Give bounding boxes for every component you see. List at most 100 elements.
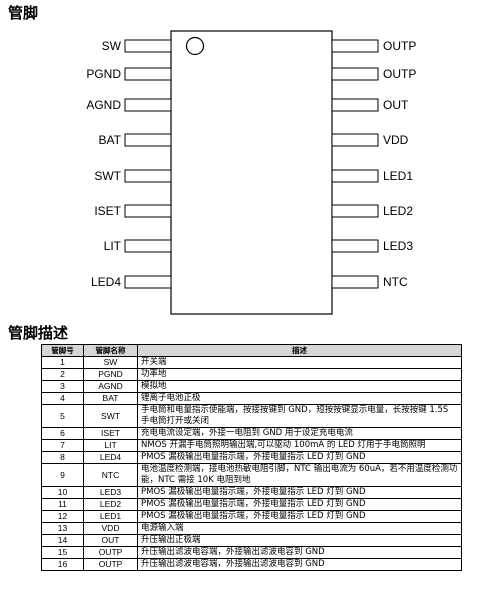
pin-lead-left — [124, 39, 172, 53]
chip-body — [170, 30, 333, 315]
pin-number-cell: 6 — [41, 427, 84, 440]
pin-description-cell: 升压输出滤波电容端，外接输出滤波电容到 GND — [137, 546, 462, 559]
pin-name-cell: ISET — [83, 427, 138, 440]
pin-name-cell: VDD — [83, 522, 138, 535]
pin-name-cell: NTC — [83, 463, 138, 487]
pin-description-cell: 模拟地 — [137, 380, 462, 393]
pin-description-cell: 升压输出正极端 — [137, 534, 462, 547]
pin-number-cell: 3 — [41, 380, 84, 393]
pin-description-cell: PMOS 漏极输出电量指示端，外接电量指示 LED 灯到 GND — [137, 510, 462, 523]
pin-description-cell: 充电电流设定端，外接一电阻到 GND 用于设定充电电流 — [137, 427, 462, 440]
pin-name-cell: LED3 — [83, 486, 138, 499]
pin-number-cell: 10 — [41, 486, 84, 499]
pin-description-cell: 手电筒和电量指示使能端，按接按键到 GND，短按按键显示电量，长按按键 1.5S… — [137, 404, 462, 428]
pin-label-right: LED1 — [383, 169, 413, 183]
pin-description-cell: 电池温度检测端，接电池热敏电阻引脚，NTC 输出电流为 60uA，若不用温度检测… — [137, 463, 462, 487]
header-pin-name: 管脚名称 — [83, 344, 138, 357]
pin-number-cell: 9 — [41, 463, 84, 487]
pin-name-cell: LED4 — [83, 451, 138, 464]
pin-name-cell: LED1 — [83, 510, 138, 523]
header-description: 描述 — [137, 344, 462, 357]
pin-name-cell: LED2 — [83, 498, 138, 511]
pin-description-cell: 开关端 — [137, 356, 462, 369]
pin-description-cell: PMOS 漏极输出电量指示端，外接电量指示 LED 灯到 GND — [137, 451, 462, 464]
pin-number-cell: 16 — [41, 558, 84, 571]
pin-lead-right — [331, 204, 379, 218]
pin-description-cell: 升压输出滤波电容端，外接输出滤波电容到 GND — [137, 558, 462, 571]
pin-name-cell: OUT — [83, 534, 138, 547]
pin-lead-right — [331, 98, 379, 112]
pin-lead-right — [331, 133, 379, 147]
pin-description-heading: 管脚描述 — [8, 324, 69, 342]
pin-label-right: OUTP — [383, 39, 416, 53]
pin-lead-right — [331, 239, 379, 253]
pin-label-left: LED4 — [91, 275, 121, 289]
pin-label-right: OUT — [383, 98, 409, 112]
pin1-marker — [185, 36, 205, 56]
pin-label-right: LED2 — [383, 204, 413, 218]
pin-number-cell: 14 — [41, 534, 84, 547]
pin-label-left: PGND — [86, 67, 121, 81]
pin-description-cell: 功率地 — [137, 368, 462, 381]
pin-lead-right — [331, 39, 379, 53]
header-pin-number: 管脚号 — [41, 344, 84, 357]
pin-number-cell: 11 — [41, 498, 84, 511]
pin-name-cell: AGND — [83, 380, 138, 393]
pin-label-left: SWT — [94, 169, 121, 183]
pin-number-cell: 7 — [41, 439, 84, 452]
pin-label-left: LIT — [104, 239, 122, 253]
pin-label-right: LED3 — [383, 239, 413, 253]
pin-number-cell: 4 — [41, 392, 84, 405]
pin-label-left: SW — [102, 39, 122, 53]
pin-number-cell: 1 — [41, 356, 84, 369]
pin-label-left: BAT — [99, 133, 122, 147]
pin-name-cell: SW — [83, 356, 138, 369]
pin-description-cell: 电源输入端 — [137, 522, 462, 535]
pin-lead-left — [124, 133, 172, 147]
pin-lead-left — [124, 98, 172, 112]
pin-number-cell: 5 — [41, 404, 84, 428]
pin-lead-left — [124, 204, 172, 218]
pin-label-right: OUTP — [383, 67, 416, 81]
pin-description-cell: NMOS 开漏手电筒照明输出端,可以驱动 100mA 的 LED 灯用于手电筒照… — [137, 439, 462, 452]
pin-number-cell: 12 — [41, 510, 84, 523]
pin-lead-right — [331, 67, 379, 81]
pin-name-cell: BAT — [83, 392, 138, 405]
pins-heading: 管脚 — [8, 4, 39, 22]
pin-name-cell: OUTP — [83, 546, 138, 559]
pin-lead-left — [124, 275, 172, 289]
pin-description-cell: 锂离子电池正极 — [137, 392, 462, 405]
pin-label-left: AGND — [86, 98, 121, 112]
pin-number-cell: 15 — [41, 546, 84, 559]
pin-name-cell: SWT — [83, 404, 138, 428]
pin-number-cell: 13 — [41, 522, 84, 535]
pin-lead-left — [124, 67, 172, 81]
pin-name-cell: OUTP — [83, 558, 138, 571]
pin-description-cell: PMOS 漏极输出电量指示端，外接电量指示 LED 灯到 GND — [137, 498, 462, 511]
pin-number-cell: 2 — [41, 368, 84, 381]
table-header-row: 管脚号 管脚名称 描述 — [41, 344, 462, 357]
pin-label-right: NTC — [383, 275, 408, 289]
pin-number-cell: 8 — [41, 451, 84, 464]
chip-pinout-diagram: SWPGNDAGNDBATSWTISETLITLED4OUTPOUTPOUTVD… — [86, 30, 416, 315]
pin-label-right: VDD — [383, 133, 409, 147]
pin-lead-right — [331, 275, 379, 289]
pin-description-cell: PMOS 漏极输出电量指示端，外接电量指示 LED 灯到 GND — [137, 486, 462, 499]
pin-lead-left — [124, 169, 172, 183]
